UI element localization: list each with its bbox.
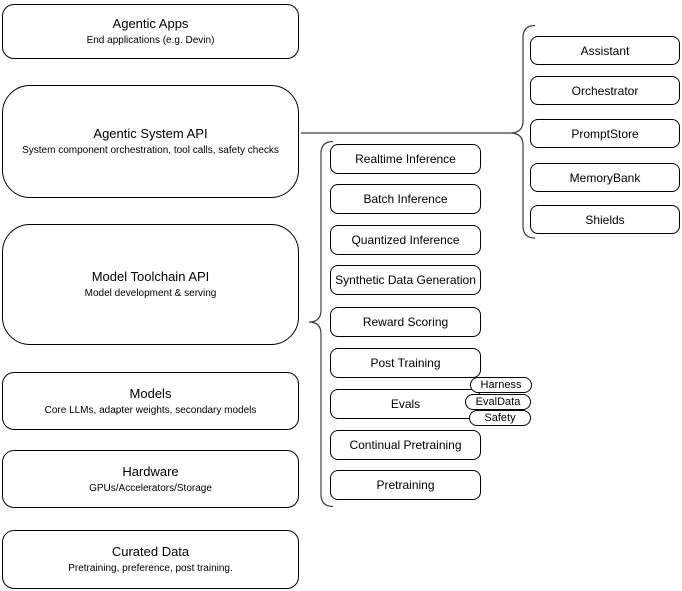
toolchain-item-synthetic-data-generation: Synthetic Data Generation [330, 265, 481, 295]
toolchain-item-pretraining: Pretraining [330, 470, 481, 500]
node-agentic-system-api: Agentic System API System component orch… [2, 85, 299, 198]
node-label: Continual Pretraining [349, 438, 462, 452]
toolchain-item-continual-pretraining: Continual Pretraining [330, 430, 481, 460]
toolchain-item-batch-inference: Batch Inference [330, 184, 481, 214]
node-title: Models [129, 385, 172, 401]
eval-tag-safety: Safety [469, 410, 531, 426]
node-label: Quantized Inference [351, 233, 460, 247]
node-label: MemoryBank [569, 170, 641, 185]
tag-label: EvalData [475, 396, 521, 408]
node-subtitle: System component orchestration, tool cal… [22, 145, 279, 156]
eval-tag-evaldata: EvalData [465, 394, 531, 410]
toolchain-item-realtime-inference: Realtime Inference [330, 144, 481, 174]
node-label: Pretraining [376, 478, 435, 492]
node-label: Post Training [370, 356, 441, 370]
toolchain-item-quantized-inference: Quantized Inference [330, 225, 481, 255]
node-model-toolchain-api: Model Toolchain API Model development & … [2, 224, 299, 345]
tag-label: Harness [480, 379, 522, 391]
node-subtitle: Model development & serving [84, 288, 217, 299]
node-title: Curated Data [111, 544, 190, 559]
node-label: Reward Scoring [362, 315, 449, 329]
toolchain-item-evals: Evals [330, 389, 481, 419]
node-title: Agentic Apps [112, 16, 189, 31]
brace-system-components [509, 24, 536, 239]
node-label: Batch Inference [363, 192, 448, 206]
node-curated-data: Curated Data Pretraining, preference, po… [2, 530, 299, 589]
node-title: Model Toolchain API [91, 269, 210, 284]
node-label: Realtime Inference [355, 152, 456, 166]
node-label: PromptStore [571, 126, 639, 141]
node-subtitle: Core LLMs, adapter weights, secondary mo… [44, 404, 257, 416]
system-item-promptstore: PromptStore [530, 119, 680, 148]
node-label: Orchestrator [571, 83, 639, 98]
node-label: Evals [390, 397, 421, 411]
eval-tag-harness: Harness [470, 377, 532, 393]
node-label: Shields [585, 212, 625, 227]
system-item-memorybank: MemoryBank [530, 163, 680, 192]
node-label: Synthetic Data Generation [335, 273, 476, 287]
node-subtitle: GPUs/Accelerators/Storage [89, 482, 212, 494]
system-item-orchestrator: Orchestrator [530, 76, 680, 105]
node-agentic-apps: Agentic Apps End applications (e.g. Devi… [2, 4, 299, 59]
node-subtitle: Pretraining, preference, post training. [68, 563, 233, 574]
node-models: Models Core LLMs, adapter weights, secon… [2, 372, 299, 430]
node-hardware: Hardware GPUs/Accelerators/Storage [2, 450, 299, 508]
system-item-shields: Shields [530, 205, 680, 234]
node-title: Agentic System API [93, 126, 208, 141]
toolchain-item-post-training: Post Training [330, 348, 481, 378]
toolchain-item-reward-scoring: Reward Scoring [330, 307, 481, 337]
node-label: Assistant [580, 43, 630, 58]
node-subtitle: End applications (e.g. Devin) [86, 35, 215, 46]
brace-toolchain-components [308, 140, 334, 508]
system-item-assistant: Assistant [530, 36, 680, 65]
tag-label: Safety [484, 412, 516, 424]
node-title: Hardware [122, 463, 179, 479]
